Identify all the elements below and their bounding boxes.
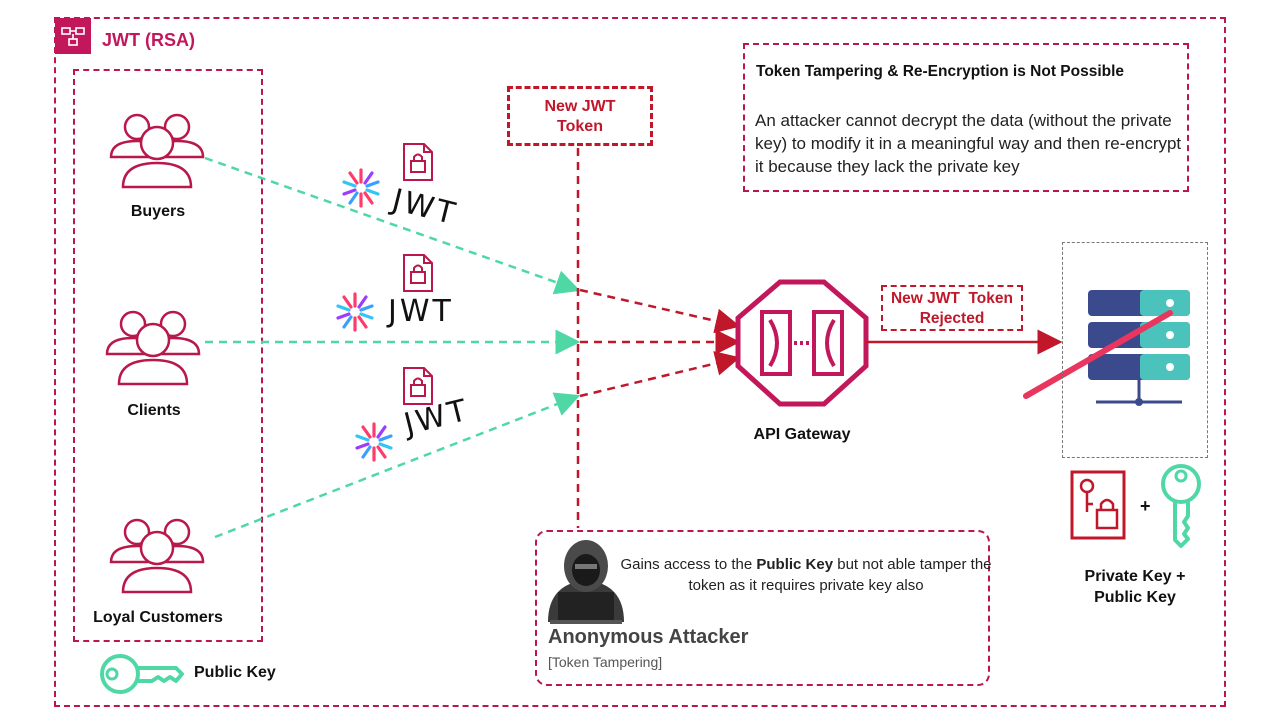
rejected-box [881, 285, 1023, 331]
public-key-icon [100, 654, 184, 694]
attacker-description: Gains access to the Public Key but not a… [620, 554, 992, 596]
server-icon [1088, 290, 1190, 406]
rejected-slash [1023, 310, 1173, 399]
server-frame [1062, 242, 1208, 458]
hacker-icon [548, 540, 624, 624]
attacker-desc-bold: Public Key [756, 556, 834, 573]
plus-sign: + [1140, 496, 1151, 516]
api-gateway-icon [735, 279, 869, 407]
lock-document-icon [403, 143, 433, 181]
workflow-icon [55, 18, 91, 54]
jwt-logo-icon [342, 168, 380, 208]
rejected-label: New JWT Token Rejected [890, 290, 1018, 327]
attacker-subtitle: [Token Tampering] [548, 654, 663, 670]
new-token-label: New JWT Token [544, 98, 616, 135]
clients-icon [105, 310, 201, 386]
public-key-icon-right [1161, 464, 1201, 548]
keys-label: Private Key + Public Key [1084, 568, 1186, 606]
arrow-buyers [204, 156, 581, 295]
attacker-name: Anonymous Attacker [548, 626, 749, 648]
new-token-box [507, 86, 653, 146]
lock-document-icon [403, 254, 433, 292]
info-box [743, 43, 1189, 192]
buyers-icon [109, 113, 205, 189]
client-label-loyal: Loyal Customers [93, 609, 223, 626]
gateway-label: API Gateway [753, 426, 851, 443]
lock-document-icon [403, 367, 433, 405]
client-label-clients: Clients [127, 402, 181, 419]
arrow-loyal [214, 392, 581, 539]
clients-group [73, 69, 263, 642]
client-label-buyers: Buyers [130, 203, 186, 220]
public-key-label: Public Key [194, 664, 276, 681]
attacker-box [535, 530, 990, 686]
loyal-customers-icon [109, 518, 205, 594]
attacker-desc-pre: Gains access to the [620, 556, 757, 573]
jwt-label-2: JWT [388, 294, 454, 329]
jwt-logo-icon [355, 422, 393, 462]
jwt-logo-icon [336, 292, 374, 332]
info-title: Token Tampering & Re-Encryption is Not P… [756, 63, 1125, 80]
private-key-icon [1070, 470, 1126, 540]
arrow-red-3 [579, 351, 741, 398]
arrow-red-1 [579, 288, 741, 334]
diagram-title: JWT (RSA) [102, 30, 195, 50]
info-body: An attacker cannot decrypt the data (wit… [755, 111, 1182, 176]
diagram-frame [54, 17, 1226, 707]
attacker-desc-post: but not able tamper the token as it requ… [688, 556, 992, 594]
